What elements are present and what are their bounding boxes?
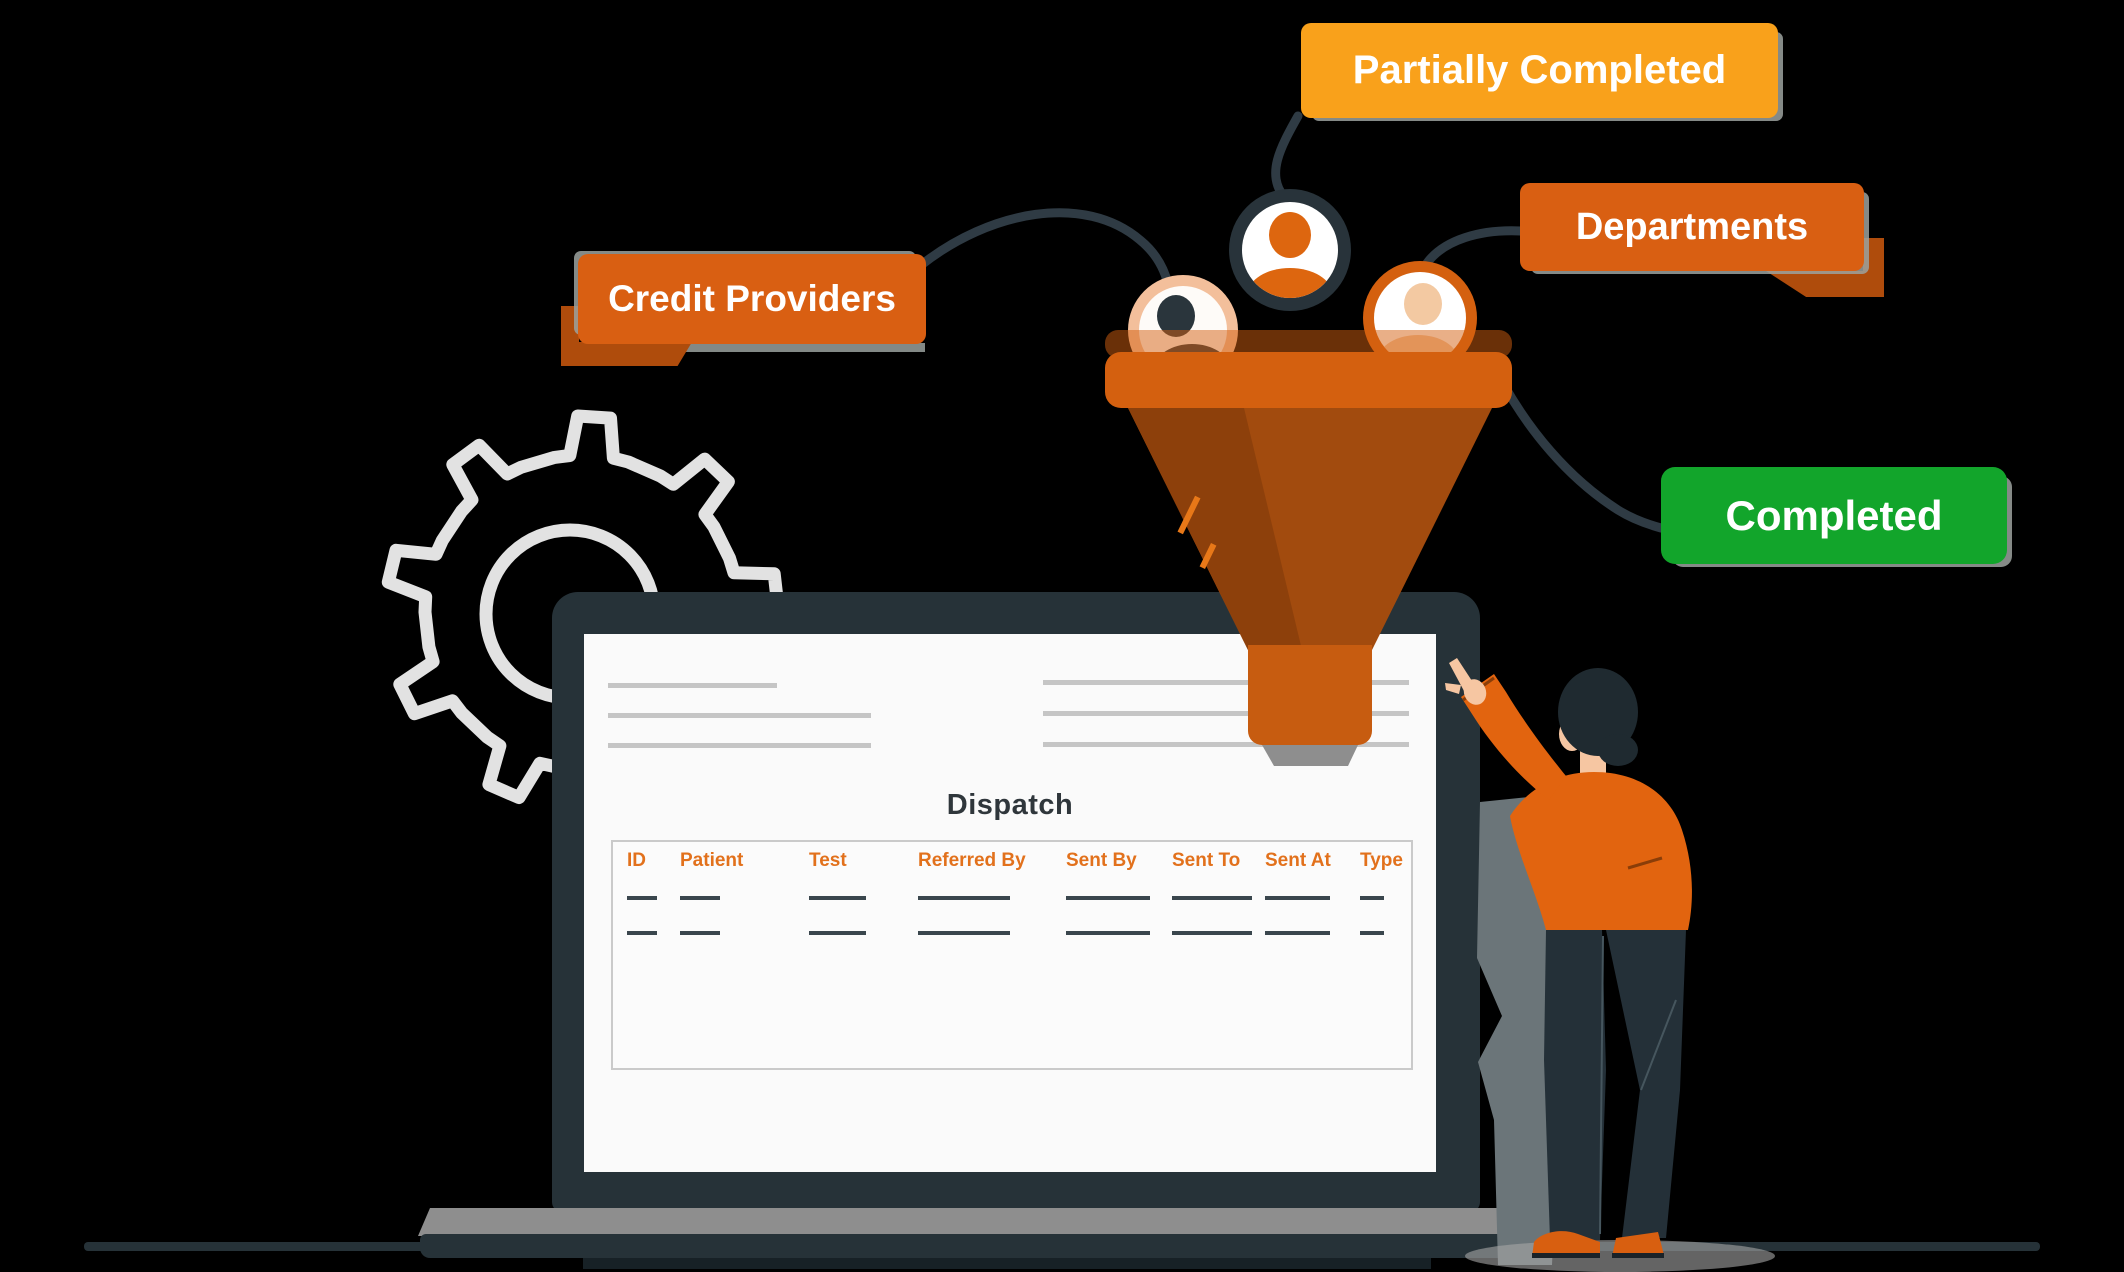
table-cell-placeholder xyxy=(1265,931,1330,935)
placeholder-line xyxy=(1043,742,1409,747)
table-cell-placeholder xyxy=(680,896,720,900)
funnel-spout xyxy=(1248,645,1372,745)
table-column-id: ID xyxy=(627,850,657,935)
table-column-sent-to: Sent To xyxy=(1172,850,1252,935)
placeholder-line xyxy=(608,713,871,718)
table-cell-placeholder xyxy=(1265,896,1330,900)
placeholder-line xyxy=(1043,711,1409,716)
connector-line-departments xyxy=(1422,226,1526,268)
banner-label: Credit Providers xyxy=(608,278,896,319)
funnel-rim xyxy=(1105,352,1512,408)
table-column-test: Test xyxy=(809,850,866,935)
column-header: ID xyxy=(627,850,646,871)
laptop-base xyxy=(420,1234,1548,1258)
banner-label: Departments xyxy=(1575,205,1809,248)
funnel-highlight xyxy=(1177,495,1201,535)
placeholder-line xyxy=(608,683,777,688)
column-header: Patient xyxy=(680,850,744,871)
person-shadow xyxy=(1477,796,1562,1265)
table-cell-placeholder xyxy=(918,896,1010,900)
table-cell-placeholder xyxy=(809,896,866,900)
user-avatar-icon xyxy=(1229,189,1351,311)
banner-completed: Completed xyxy=(1661,467,2007,564)
table-column-patient: Patient xyxy=(680,850,744,935)
page-title: Dispatch xyxy=(946,789,1074,821)
table-column-referred-by: Referred By xyxy=(918,850,1026,935)
placeholder-line xyxy=(1043,680,1409,685)
person-sweater xyxy=(1510,772,1692,930)
banner-fold xyxy=(1863,238,1884,272)
person-illustration xyxy=(1445,658,1692,1258)
funnel-cone-shade xyxy=(1128,408,1302,650)
person-leg xyxy=(1606,930,1686,1238)
connector-line-completed xyxy=(1494,371,1666,533)
banner-fold xyxy=(561,342,692,366)
funnel-rim-overlay xyxy=(1105,330,1512,358)
connector-line-credit-providers xyxy=(915,208,1173,289)
person-shoe xyxy=(1532,1231,1600,1257)
funnel-highlight xyxy=(1199,543,1217,569)
column-header: Sent To xyxy=(1172,850,1241,871)
table-cell-placeholder xyxy=(1360,896,1384,900)
column-header: Test xyxy=(809,850,847,871)
banner-shadow xyxy=(576,343,925,352)
dispatch-table: ID Patient Test Referred By Sent By xyxy=(611,840,1413,1070)
table-cell-placeholder xyxy=(918,931,1010,935)
column-header: Sent At xyxy=(1265,850,1331,871)
table-cell-placeholder xyxy=(1066,931,1150,935)
banner-credit-providers: Credit Providers xyxy=(578,254,926,344)
table-cell-placeholder xyxy=(809,931,866,935)
table-cell-placeholder xyxy=(1066,896,1150,900)
table-column-type: Type xyxy=(1360,850,1403,935)
table-cell-placeholder xyxy=(627,896,657,900)
column-header: Referred By xyxy=(918,850,1026,871)
pointing-hand xyxy=(1445,658,1487,705)
banner-label: Completed xyxy=(1725,491,1943,539)
laptop-keyboard-deck xyxy=(418,1208,1546,1236)
table-column-sent-at: Sent At xyxy=(1265,850,1331,935)
funnel-icon xyxy=(1105,330,1512,766)
person-leg xyxy=(1544,930,1606,1240)
banner-label: Partially Completed xyxy=(1352,48,1727,92)
table-cell-placeholder xyxy=(627,931,657,935)
laptop-base-shadow xyxy=(583,1258,1431,1269)
table-column-sent-by: Sent By xyxy=(1066,850,1150,935)
funnel-drip xyxy=(1262,745,1358,766)
placeholder-line xyxy=(608,743,871,748)
banner-departments: Departments xyxy=(1520,183,1864,271)
banner-partially-completed: Partially Completed xyxy=(1301,23,1778,118)
table-cell-placeholder xyxy=(680,931,720,935)
column-header: Sent By xyxy=(1066,850,1137,871)
table-cell-placeholder xyxy=(1172,896,1252,900)
table-cell-placeholder xyxy=(1172,931,1252,935)
person-shoe xyxy=(1612,1232,1664,1257)
column-header: Type xyxy=(1360,850,1403,871)
table-cell-placeholder xyxy=(1360,931,1384,935)
